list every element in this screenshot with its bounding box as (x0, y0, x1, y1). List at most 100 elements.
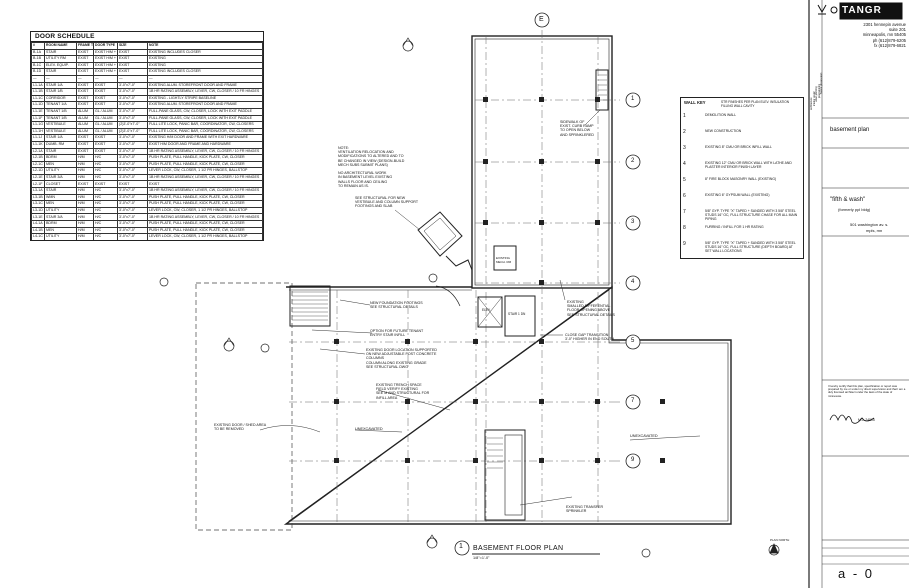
grid-bubble-label: 3 (631, 219, 635, 225)
wall-key-item: 3 EXISTING 8" CMU OR BRICK INFILL WALL (683, 144, 799, 160)
wall-key-symbol: 2 (683, 129, 686, 135)
wall-key-text: EXISTING 12" CMU OR BRICK WALL WITH LATH… (705, 161, 792, 170)
note-door-shed: EXISTING DOOR / SHED AREA TO BE REMOVED (214, 423, 267, 432)
wall-key-text: NEW CONSTRUCTION (705, 129, 742, 133)
grid-bubble-label: 4 (631, 279, 635, 285)
grid-bubble-label: 2 (631, 158, 635, 164)
table-cell: LEVER LOCK, CW, CLOSER, 1 1/2 PR HINGES,… (147, 233, 263, 240)
room-label-stair: STAIR 1 DN (508, 312, 526, 316)
grid-bubble-label: 1 (631, 96, 635, 102)
project-address-2: mpls, mn (866, 228, 883, 233)
stair-treads (292, 74, 607, 469)
note-existing-door-location: EXISTING DOOR LOCATION SUPPORTED ON NEW … (366, 348, 437, 369)
structural-columns (334, 97, 665, 463)
wall-key-item: 1 DEMOLITION WALL (683, 112, 799, 128)
table-cell: STAIR 3/A (44, 239, 77, 240)
note-future-tenant-stair: OPTION FOR FUTURE TENANT ENTRY STAIR INF… (370, 329, 424, 338)
certification-text: I hereby certify that this plan, specifi… (828, 384, 906, 398)
wall-key-text: DEMOLITION WALL (705, 113, 737, 117)
grid-bubbles (454, 12, 641, 556)
note-foundation-footings: NEW FOUNDATION FOOTINGS SEE STRUCTURAL D… (370, 301, 423, 310)
view-number: 1 (459, 543, 463, 550)
firm-address-line: 2301 hennepin avenue (863, 22, 906, 27)
wall-key-item: 4 EXISTING 12" CMU OR BRICK WALL WITH LAT… (683, 160, 799, 176)
grid-bubble-label: 5 (631, 338, 635, 344)
table-cell: H/M (76, 239, 94, 240)
door-schedule-title: DOOR SCHEDULE (31, 32, 263, 42)
wall-key-text: 8" FIRE BLOCK MASONRY WALL (EXISTING) (705, 177, 777, 181)
curb-ramp-stair (595, 69, 609, 111)
wall-key-symbol: 8 (683, 225, 686, 231)
grid-lines (289, 30, 620, 522)
wall-key-symbol: 3 (683, 145, 686, 151)
grid-bubble-label: 9 (631, 457, 635, 463)
general-note: NOTE: VENTILATION RELOCATION AND MODIFIC… (338, 146, 405, 188)
firm-logo (817, 2, 903, 20)
project-subtitle: (formerly ppl bldg) (838, 207, 871, 212)
wall-key-symbol: 9 (683, 241, 686, 247)
drawing-title: BASEMENT FLOOR PLAN (473, 545, 564, 552)
title-block-borders (808, 0, 909, 588)
room-label-elevator: ELEV. (482, 308, 491, 312)
unexcavated-left-label: UNEXCAVATED (355, 427, 383, 431)
elevator-x (477, 296, 503, 328)
table-cell: 3'-0"x7'-0" (117, 239, 148, 240)
wall-key-title: WALL KEY (684, 100, 706, 105)
table-cell: H/C (93, 239, 118, 240)
firm-address-line: minneapolis, mn 55405 (862, 32, 906, 38)
grid-label-top: E (539, 16, 544, 23)
wall-key-text: EXISTING 8" CMU OR BRICK INFILL WALL (705, 145, 772, 149)
firm-address-line: fx (612)879-6821 (874, 42, 906, 48)
wall-key-symbol: 7 (683, 209, 686, 215)
drawing-scale: 1/8"=1'-0" (473, 556, 490, 560)
wall-key-symbol: 4 (683, 161, 686, 167)
firm-address-line: ph (612)879-6205 (872, 37, 906, 43)
sheet-number: a - 0 (838, 566, 875, 581)
vestibule-structure (417, 211, 473, 307)
architect-signature-mark (829, 414, 875, 424)
elevator-shaft (477, 296, 503, 328)
wall-key-text: 5/8" GYP. TYPE "X" TAPED + SANDED WITH 3… (705, 209, 798, 222)
wall-key-text: EXISTING 6" GYPSUM WALL (EXISTING) (705, 193, 770, 197)
room-label-mech: EXISTING MECH. RM (496, 256, 512, 264)
signature-number: M.J. 24515 (858, 418, 875, 422)
table-cell: 1B HR RATING ASSEMBLY, LEVER, CW, CLOSER… (147, 239, 263, 240)
north-arrow-label: PLAN NORTH (770, 538, 790, 542)
sheet-name: basement plan (830, 127, 870, 133)
wall-key-item: 2 NEW CONSTRUCTION (683, 128, 799, 144)
note-curb-ramp: SIDEWALK OF EXIST. CURB RAMP TO OPEN BEL… (560, 120, 594, 137)
unexcavated-right-label: UNEXCAVATED (630, 434, 658, 438)
south-building-outline (283, 285, 732, 525)
firm-address-line: suite 201 (889, 27, 906, 33)
unexcavated-left-area (195, 282, 293, 531)
table-cell: L4-1D (31, 239, 45, 240)
south-stair-room (484, 429, 526, 521)
leader-lines (259, 109, 701, 506)
wall-key-item: 7 5/8" GYP. TYPE "X" TAPED + SANDED WITH … (683, 208, 799, 224)
project-name: "fifth & wash" (830, 197, 866, 203)
section-markers (159, 37, 780, 558)
tenant-entry-stair (289, 285, 331, 327)
note-vestibule-structure: SEE STRUCTURAL FOR NEW VESTIBULE AND COL… (355, 196, 419, 209)
wall-key-symbol: 1 (683, 113, 686, 119)
project-address-1: 501 washington av. s. (850, 222, 889, 227)
